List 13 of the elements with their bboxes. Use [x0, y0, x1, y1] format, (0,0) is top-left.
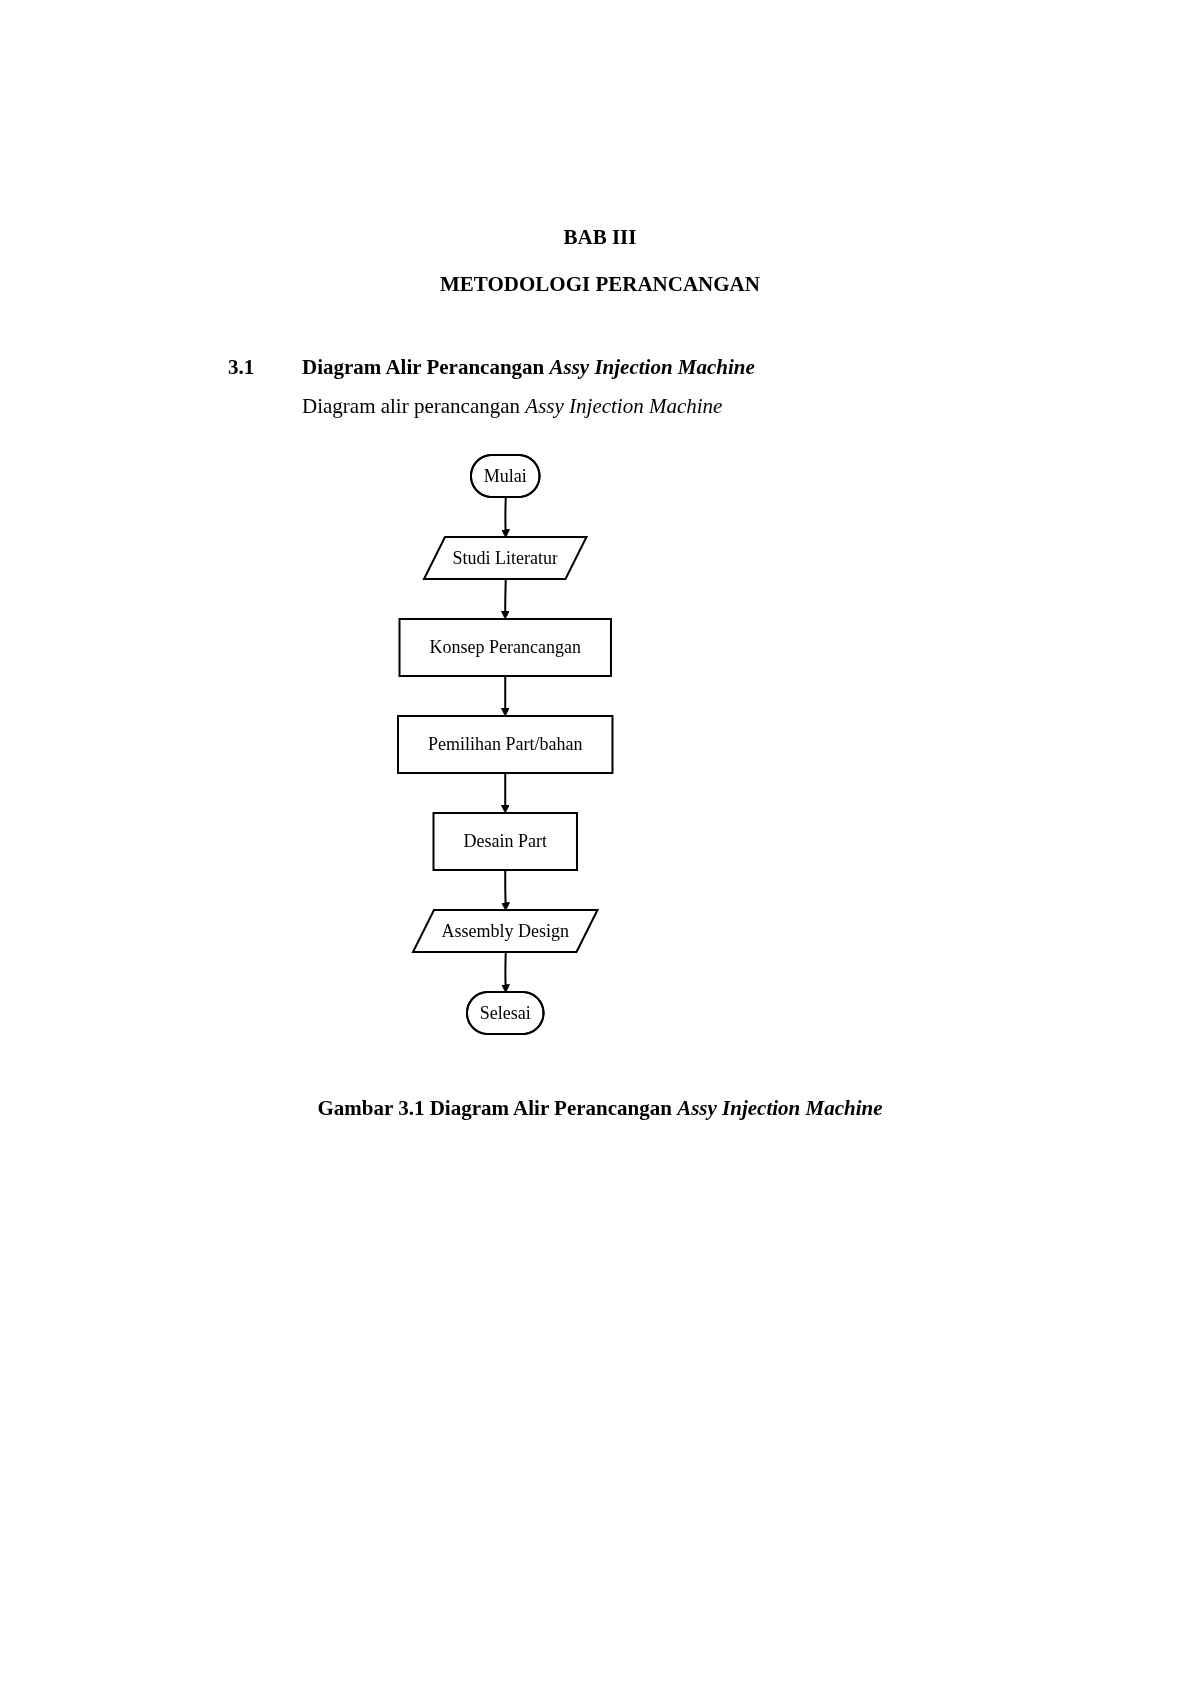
arrow [501, 869, 510, 911]
node-box: Konsep Perancangan [398, 618, 612, 677]
section-number: 3.1 [228, 355, 256, 380]
arrow [500, 675, 510, 717]
section-heading: Diagram Alir Perancangan Assy Injection Machine [302, 355, 755, 380]
chapter-title: BAB III [562, 225, 638, 250]
node-box: Pemilihan Part/bahan [397, 715, 614, 774]
arrow [501, 496, 510, 538]
arrow [500, 772, 510, 814]
intro-text: Diagram alir perancangan Assy Injection Machine [302, 394, 724, 419]
figure-caption: Gambar 3.1 Diagram Alir Perancangan Assy Injection Machine [316, 1096, 884, 1121]
chapter-heading: METODOLOGI PERANCANGAN [439, 272, 761, 297]
node-box: Desain Part [432, 812, 578, 871]
